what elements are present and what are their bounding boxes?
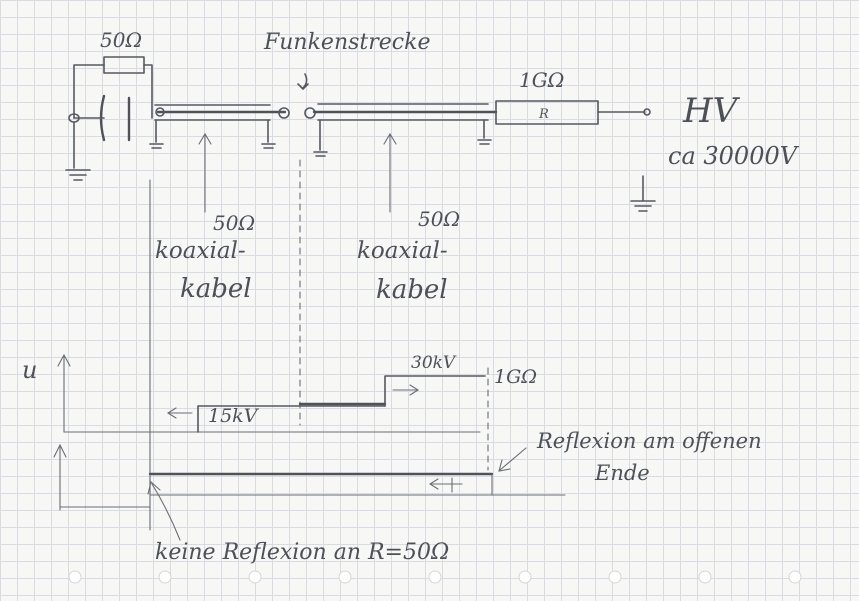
no-reflection-label: keine Reflexion an R=50Ω — [155, 540, 449, 565]
resistor-top-label: 50Ω — [100, 28, 142, 52]
guide-lines — [149, 159, 489, 531]
pulse-15kv-label: 15kV — [208, 405, 260, 427]
coax-cable-1 — [149, 104, 287, 149]
reflection-open-line1: Reflexion am offenen — [536, 429, 762, 453]
left-connector — [65, 94, 131, 181]
pulse-diagram — [53, 353, 566, 541]
voltage-label: ca 30000V — [668, 142, 800, 170]
hv-label: HV — [682, 91, 741, 131]
cable2-text-line2: kabel — [376, 275, 448, 305]
spark-gap-label: Funkenstrecke — [263, 30, 430, 55]
cable2-impedance: 50Ω — [418, 207, 460, 231]
cable1-text-line2: kabel — [180, 274, 252, 304]
coax-cable-2 — [312, 103, 498, 157]
axis-u-label: u — [22, 356, 37, 384]
hv-ground — [630, 175, 656, 212]
resistor-1gohm-label: 1GΩ — [519, 68, 564, 92]
cable-pointers — [198, 132, 397, 213]
pulse-30kv-label: 30kV — [411, 353, 457, 373]
resistor-1gohm — [495, 100, 651, 125]
reflection-open-line2: Ende — [594, 461, 650, 485]
circuit-diagram — [65, 56, 656, 213]
handwritten-labels: 50Ω Funkenstrecke 1GΩ R HV ca 30000V 50Ω… — [22, 28, 800, 565]
pulse-1gohm-label: 1GΩ — [494, 366, 537, 388]
resistor-symbol-label: R — [538, 107, 549, 122]
cable1-impedance: 50Ω — [213, 211, 255, 235]
cable1-text-line1: koaxial- — [155, 238, 246, 264]
cable2-text-line1: koaxial- — [357, 238, 448, 264]
binder-holes — [68, 570, 802, 584]
resistor-50-top — [73, 56, 153, 119]
